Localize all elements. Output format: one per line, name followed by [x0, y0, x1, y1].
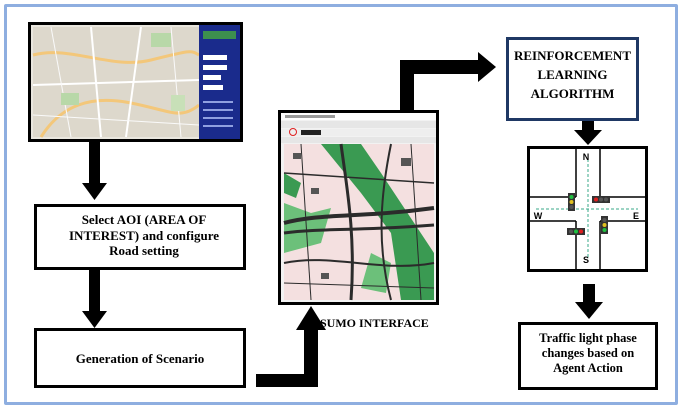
scenario-step-text: Generation of Scenario [75, 351, 205, 366]
compass-east: E [632, 211, 639, 221]
scenario-step-box: Generation of Scenario [34, 328, 246, 388]
traffic-light-north [592, 196, 610, 203]
arrow-map-to-aoi [82, 139, 107, 200]
arrow-sumo-to-rl [400, 52, 496, 110]
arrow-aoi-to-scenario [82, 270, 107, 328]
arrow-intersection-to-traffic [575, 284, 603, 319]
arrow-scenario-to-sumo [256, 306, 326, 387]
outer-frame [4, 4, 678, 405]
aoi-step-text: Select AOI (AREA OF INTEREST) and config… [69, 212, 220, 259]
rl-line-2: LEARNING [537, 67, 608, 82]
sumo-interface-box [278, 110, 439, 305]
traffic-phase-text: Traffic light phase changes based on Age… [539, 331, 637, 375]
aoi-step-box: Select AOI (AREA OF INTEREST) and config… [34, 204, 246, 270]
intersection-diagram [530, 149, 645, 269]
rl-line-3: ALGORITHM [530, 86, 615, 101]
compass-south: S [582, 255, 589, 265]
traffic-light-east [601, 216, 608, 234]
intersection-box: N S W E [527, 146, 648, 272]
rl-algorithm-box: REINFORCEMENT LEARNING ALGORITHM [506, 37, 639, 121]
traffic-light-west [568, 193, 575, 211]
map-screenshot [31, 25, 240, 139]
traffic-light-south [567, 228, 585, 235]
sumo-caption: SUMO INTERFACE [320, 316, 429, 330]
sumo-screenshot [281, 113, 436, 302]
arrow-rl-to-intersection [574, 121, 602, 145]
rl-line-1: REINFORCEMENT [513, 48, 631, 63]
compass-west: W [533, 211, 543, 221]
map-screenshot-box [28, 22, 243, 142]
compass-north: N [582, 152, 590, 162]
traffic-phase-box: Traffic light phase changes based on Age… [518, 322, 658, 390]
